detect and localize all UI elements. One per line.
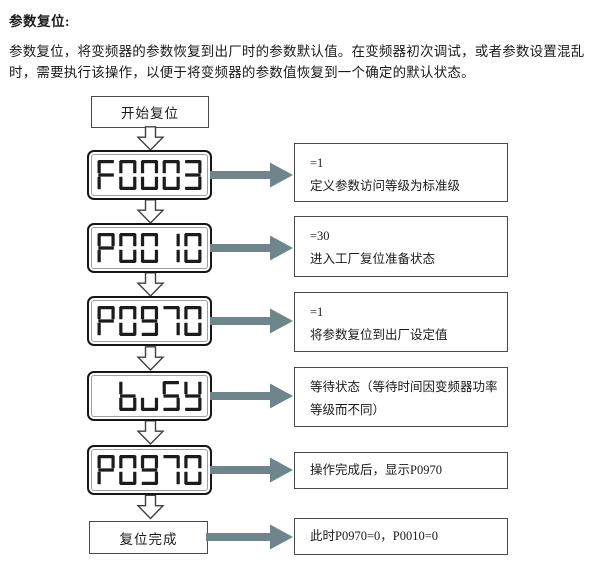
note-box-p0970: =1 将参数复位到出厂设定值 (294, 292, 508, 352)
lcd-text (94, 452, 205, 488)
note-value: =1 (310, 156, 324, 170)
intro-line-2: 时，需要执行该操作，以便于将变频器的参数值恢复到一个确定的默认状态。 (9, 65, 475, 80)
lcd-display-f0003 (87, 150, 212, 200)
lcd-text (94, 230, 205, 266)
right-arrow-icon (210, 162, 293, 188)
down-arrow-icon (136, 494, 165, 520)
start-node: 开始复位 (91, 96, 209, 128)
down-arrow-icon (136, 272, 165, 297)
lcd-bezel (91, 375, 208, 417)
lcd-display-p0970 (87, 296, 212, 346)
right-arrow-icon (210, 457, 293, 483)
lcd-bezel (91, 300, 208, 342)
lcd-bezel (91, 154, 208, 196)
note-description: 定义参数访问等级为标准级 (310, 179, 461, 193)
right-arrow-icon (210, 235, 293, 261)
start-node-label: 开始复位 (121, 106, 179, 121)
down-arrow-icon (136, 126, 165, 151)
end-node: 复位完成 (89, 521, 208, 554)
note-box-busy: 等待状态（等待时间因变频器功率 等级而不同） (294, 367, 508, 427)
note-box-p0010: =30 进入工厂复位准备状态 (294, 216, 508, 277)
note-box-f0003: =1 定义参数访问等级为标准级 (294, 143, 508, 202)
lcd-text (94, 157, 205, 193)
note-description: 将参数复位到出厂设定值 (310, 328, 448, 342)
down-arrow-icon (136, 199, 165, 224)
lcd-display-busy (87, 371, 212, 421)
right-arrow-icon (206, 524, 293, 550)
note-value: =1 (310, 305, 324, 319)
lcd-text (94, 303, 205, 339)
lcd-display-p0970-final (87, 445, 212, 495)
note-box-result: 此时P0970=0，P0010=0 (294, 518, 508, 555)
right-arrow-icon (210, 383, 293, 409)
lcd-display-p0010 (87, 223, 212, 273)
lcd-bezel (91, 227, 208, 269)
note-box-complete: 操作完成后，显示P0970 (294, 452, 508, 489)
right-arrow-icon (210, 308, 293, 334)
note-value: =30 (310, 229, 330, 243)
lcd-text (94, 378, 205, 414)
page-title: 参数复位: (9, 14, 70, 29)
note-description: 操作完成后，显示P0970 (310, 463, 442, 477)
note-description: 等待状态（等待时间因变频器功率 (310, 380, 498, 394)
note-description: 进入工厂复位准备状态 (310, 252, 436, 266)
lcd-bezel (91, 449, 208, 491)
note-description: 等级而不同） (310, 403, 386, 417)
intro-line-1: 参数复位，将变频器的参数恢复到出厂时的参数默认值。在变频器初次调试，或者参数设置… (9, 44, 585, 59)
note-description: 此时P0970=0，P0010=0 (310, 529, 439, 543)
down-arrow-icon (136, 346, 165, 371)
down-arrow-icon (136, 420, 165, 445)
end-node-label: 复位完成 (119, 531, 178, 547)
